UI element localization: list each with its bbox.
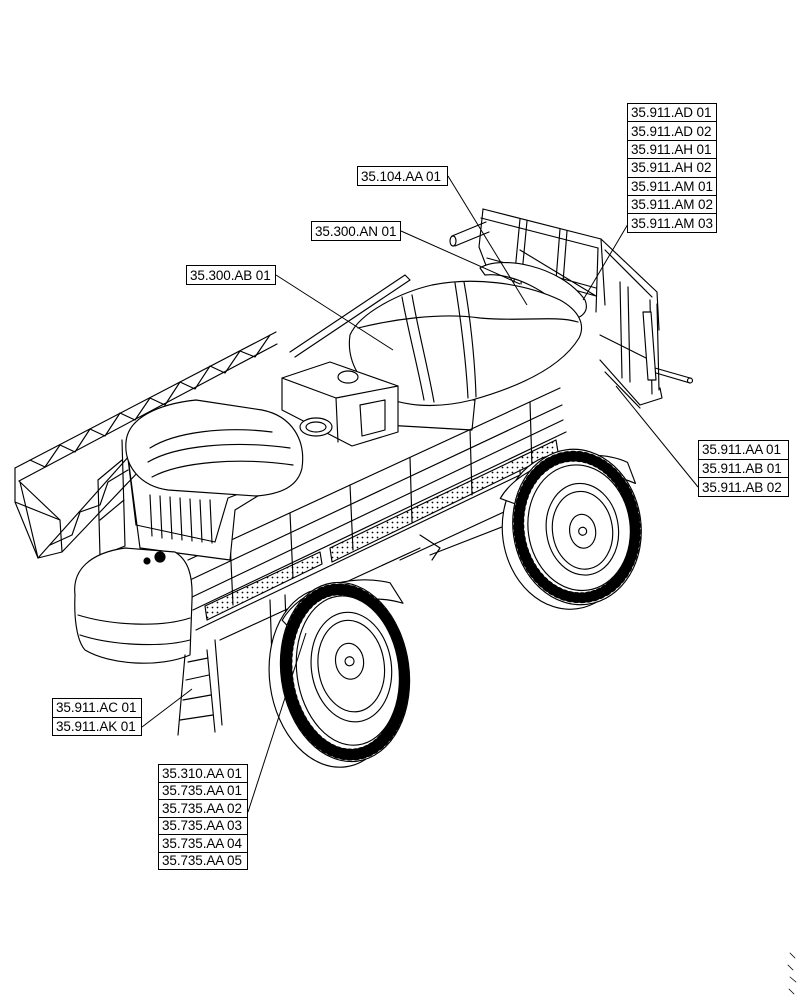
light-icon	[143, 557, 151, 565]
boom-hinge-frame	[97, 439, 126, 557]
callout-group-top-right: 35.911.AD 01 35.911.AD 02 35.911.AH 01 3…	[627, 103, 717, 233]
leader-line-104	[447, 175, 528, 306]
hydraulic-cylinder	[642, 311, 657, 381]
boom-end-brace	[14, 481, 61, 559]
top-pipe-cap	[449, 235, 457, 247]
callout-label: 35.911.AK 01	[52, 716, 142, 736]
induction-hopper	[281, 361, 399, 447]
callout-group-104: 35.104.AA 01	[357, 166, 448, 186]
frame-front-post	[595, 238, 606, 313]
callout-label: 35.911.AA 01	[698, 440, 789, 460]
left-boom	[14, 274, 411, 559]
front-rim-inner	[317, 619, 386, 713]
callout-label: 35.911.AM 01	[627, 176, 717, 196]
callout-label: 35.735.AA 02	[158, 799, 248, 818]
callout-label: 35.911.AC 01	[52, 698, 142, 718]
frame-left-post	[478, 208, 488, 269]
walkway-edges	[189, 419, 569, 631]
boom-cradle-arm	[289, 274, 411, 358]
leader-line-300-ab	[275, 274, 394, 351]
filler-cap-ring	[299, 417, 333, 437]
callout-label: 35.911.AH 01	[627, 139, 717, 160]
front-tire-tread	[280, 583, 410, 761]
callout-label: 35.911.AB 01	[698, 458, 789, 479]
ladder	[177, 639, 223, 736]
hopper-lid	[337, 370, 359, 384]
callout-label: 35.911.AD 01	[627, 103, 717, 123]
hopper-panel	[359, 399, 386, 437]
front-tire-shoulder	[295, 595, 400, 746]
callout-group-bottom: 35.310.AA 01 35.735.AA 01 35.735.AA 02 3…	[158, 764, 248, 870]
corner-mark-dashes	[787, 952, 797, 995]
cab-nose	[74, 547, 193, 664]
callout-label: 35.300.AB 01	[186, 265, 276, 285]
callout-label: 35.911.AM 03	[627, 213, 717, 233]
boom-lower-chord	[37, 454, 141, 559]
front-tank-top	[125, 399, 304, 497]
boom-second-chord	[18, 343, 278, 482]
callout-group-right-mid: 35.911.AA 01 35.911.AB 01 35.911.AB 02	[698, 440, 789, 498]
cab-nose-body	[74, 547, 193, 664]
tank-band-2	[454, 281, 477, 399]
handrail-posts	[229, 401, 533, 606]
corner-mark	[787, 952, 797, 995]
callout-group-left-low: 35.911.AC 01 35.911.AK 01	[52, 698, 142, 736]
rear-rim	[545, 482, 620, 576]
callout-label: 35.911.AM 02	[627, 194, 717, 215]
callout-label: 35.104.AA 01	[357, 166, 448, 186]
boom-lattice	[29, 334, 271, 468]
hopper-edges	[281, 377, 399, 443]
hose	[419, 534, 441, 561]
frame-right-posts	[619, 281, 660, 395]
front-hub-center	[344, 656, 355, 667]
cab-nose-lines	[77, 614, 191, 646]
callout-label: 35.310.AA 01	[158, 764, 248, 783]
boom-end-frame	[14, 467, 63, 559]
callout-label: 35.911.AH 02	[627, 158, 717, 178]
leader-line-right-mid	[615, 385, 699, 488]
ladder-steps	[179, 657, 214, 721]
leader-line-left-low	[141, 688, 193, 728]
callout-label: 35.735.AA 01	[158, 781, 248, 800]
frame-top-rail	[480, 208, 602, 249]
leader-line-bottom	[247, 632, 307, 813]
rear-tire-tread	[513, 450, 641, 604]
side-rod	[654, 367, 691, 384]
tank-band-1	[401, 294, 435, 403]
front-rim	[310, 611, 393, 723]
front-wheel	[268, 579, 411, 768]
callout-group-300-an: 35.300.AN 01	[311, 221, 401, 241]
boom-top-chord	[14, 331, 277, 469]
hopper-body	[281, 361, 399, 447]
rod-end	[686, 377, 694, 384]
rear-hub	[568, 513, 597, 549]
rear-rim-inner	[551, 490, 614, 570]
tank-ridge	[357, 315, 579, 329]
leader-line-top-right	[582, 223, 629, 301]
callout-label: 35.911.AB 02	[698, 477, 789, 498]
cab-grille	[149, 494, 213, 544]
filler-cap	[305, 421, 327, 433]
callout-label: 35.735.AA 03	[158, 816, 248, 835]
front-hub	[334, 642, 365, 680]
rear-hub-center	[578, 526, 588, 536]
callout-label: 35.911.AD 02	[627, 121, 717, 141]
ladder-rails	[177, 639, 223, 736]
rear-boom-frame	[449, 208, 694, 409]
boom-lower-lattice	[49, 469, 129, 546]
leader-line-300-an	[400, 230, 521, 285]
callout-group-300-ab: 35.300.AB 01	[186, 265, 276, 285]
frame-bottom-bar	[599, 334, 663, 409]
callout-label: 35.735.AA 04	[158, 834, 248, 853]
frame-side	[600, 238, 660, 331]
rear-wheel	[499, 448, 642, 610]
front-tank-ridges	[147, 429, 294, 478]
callout-label: 35.735.AA 05	[158, 851, 248, 870]
light-icon	[154, 551, 166, 563]
callout-label: 35.300.AN 01	[311, 221, 401, 241]
handrail	[187, 387, 563, 581]
